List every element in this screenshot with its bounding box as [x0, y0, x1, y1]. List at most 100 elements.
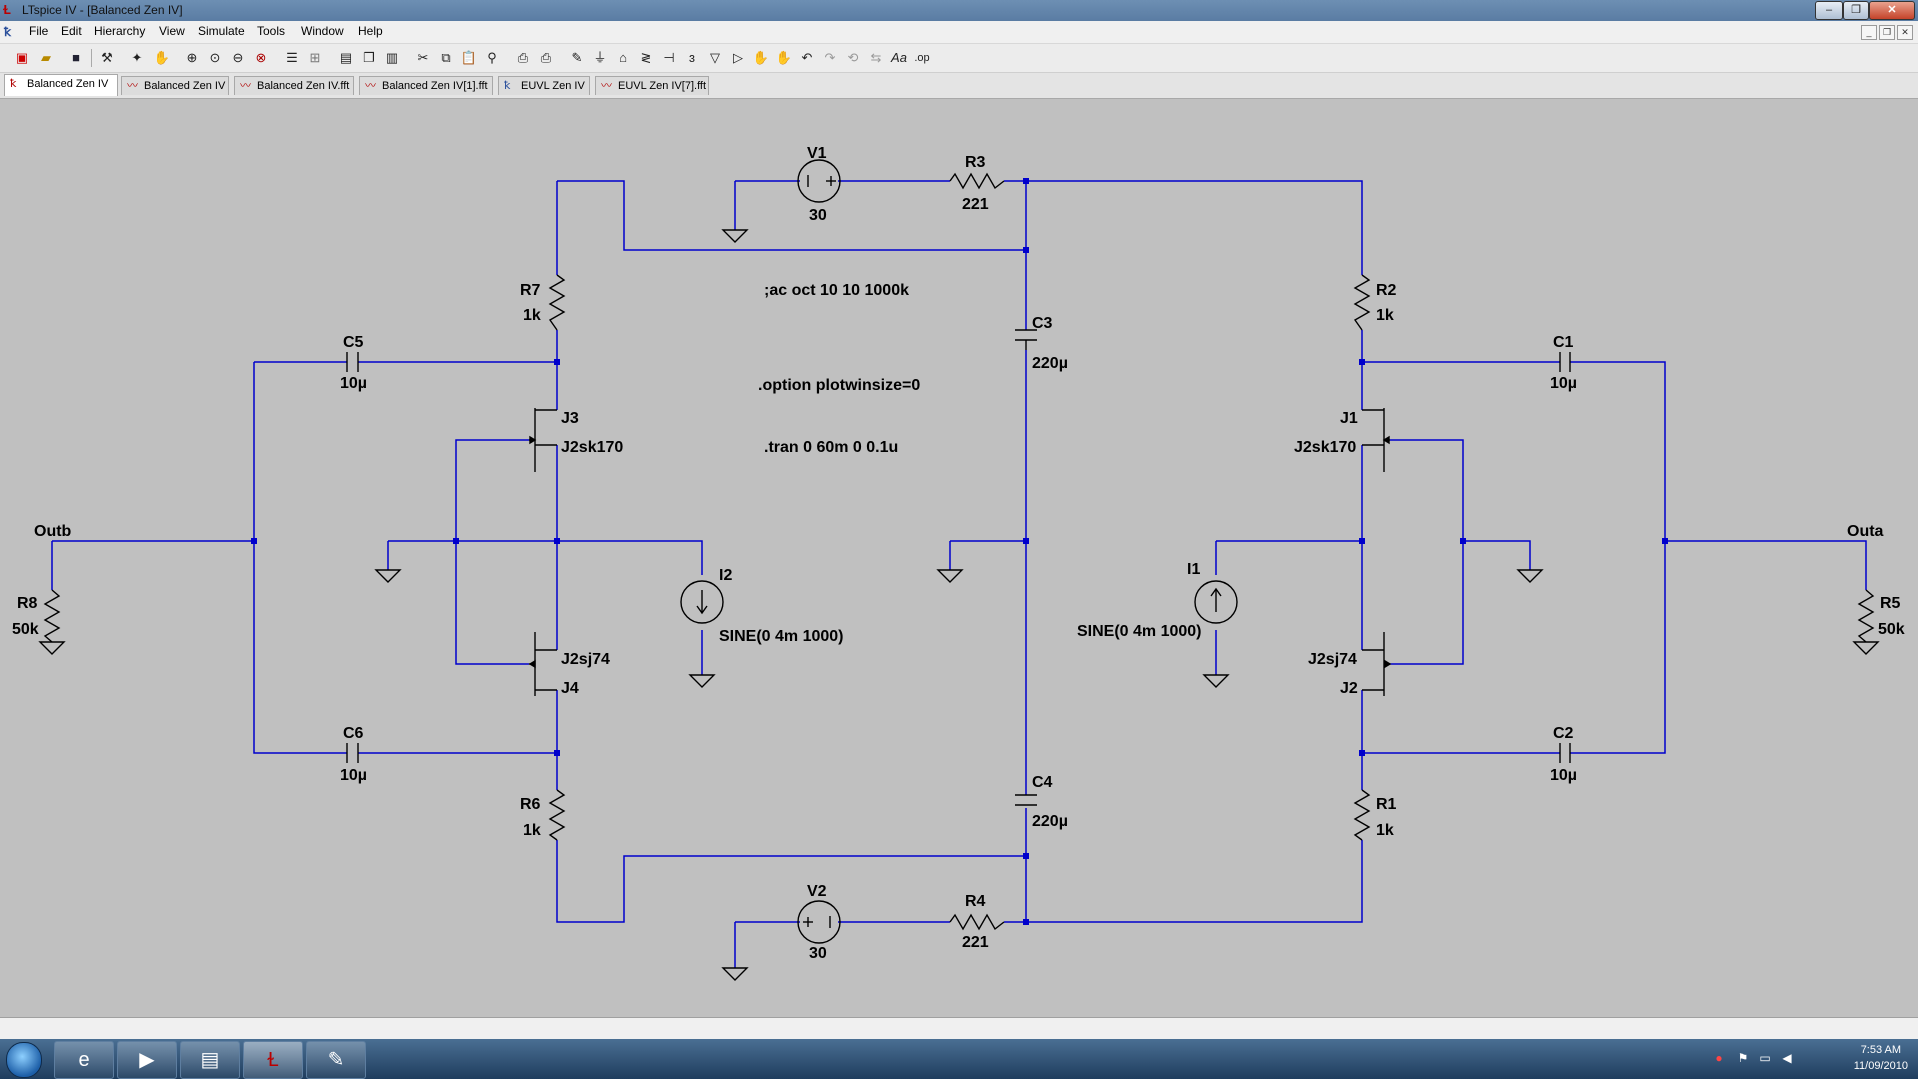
ground-symbol: [721, 229, 749, 243]
ltspice-icon[interactable]: Ɫ: [243, 1041, 303, 1079]
tab-balanced-zen-iv-waveform[interactable]: 〰Balanced Zen IV: [121, 76, 229, 95]
halt-icon[interactable]: ✋: [153, 50, 171, 65]
grid-icon[interactable]: ⊞: [309, 50, 321, 65]
mdi-close-button[interactable]: ✕: [1897, 25, 1913, 40]
move-icon[interactable]: ✋: [752, 50, 770, 65]
capacitor-icon[interactable]: ⊣: [663, 50, 675, 65]
resistor-r5-symbol: [1857, 589, 1875, 643]
autorange-icon[interactable]: ☰: [286, 50, 298, 65]
j3-value: J2sk170: [561, 439, 623, 456]
draw-wire-icon[interactable]: ✎: [571, 50, 583, 65]
drag-icon[interactable]: ✋: [775, 50, 793, 65]
spice-directive-icon[interactable]: .op: [914, 52, 930, 64]
r7-name: R7: [520, 282, 541, 299]
directive-tran[interactable]: .tran 0 60m 0 0.1u: [764, 439, 898, 456]
zoom-pan-icon[interactable]: ⊙: [209, 50, 221, 65]
ltspice-app-icon[interactable]: Ɫ: [3, 2, 11, 17]
undo-icon[interactable]: ↶: [801, 50, 813, 65]
start-button[interactable]: [6, 1042, 42, 1078]
cascade-icon[interactable]: ❐: [363, 50, 375, 65]
menu-window[interactable]: Window: [301, 24, 344, 38]
capacitor-c6-symbol: [346, 743, 359, 763]
ground-icon[interactable]: ⏚: [593, 50, 607, 65]
zoom-in-icon[interactable]: ⊕: [186, 50, 198, 65]
diode-icon[interactable]: ▽: [710, 50, 720, 65]
document-icon[interactable]: ꝁ: [4, 25, 11, 39]
inductor-icon[interactable]: ɜ: [689, 50, 695, 65]
schematic-drawing[interactable]: V1 30 R3 221 V2 30 R4 221 R7 1k R6 1k R2…: [0, 99, 1918, 1017]
directive-ac[interactable]: ;ac oct 10 10 1000k: [764, 282, 909, 299]
junctions: [251, 178, 1668, 925]
redo-icon[interactable]: ↷: [824, 50, 836, 65]
copy-icon[interactable]: ⧉: [441, 50, 451, 65]
explorer-icon[interactable]: ▤: [180, 1041, 240, 1079]
wire: [1463, 540, 1531, 570]
menu-help[interactable]: Help: [358, 24, 383, 38]
tile-horizontal-icon[interactable]: ▤: [339, 50, 353, 65]
maximize-button[interactable]: ❐: [1843, 1, 1869, 20]
mdi-restore-button[interactable]: ❐: [1879, 25, 1895, 40]
tab-label: EUVL Zen IV[7].fft: [618, 80, 707, 92]
new-schematic-icon[interactable]: ▣: [15, 50, 29, 65]
wire: [557, 180, 1026, 251]
menu-view[interactable]: View: [159, 24, 185, 38]
tab-euvl-zen-iv-7-fft[interactable]: 〰EUVL Zen IV[7].fft: [595, 76, 709, 95]
cut-icon[interactable]: ✂: [417, 50, 429, 65]
r2-name: R2: [1376, 282, 1397, 299]
wire: [455, 439, 529, 665]
save-icon[interactable]: ■: [72, 50, 80, 65]
control-panel-icon[interactable]: ⚒: [101, 50, 113, 65]
minimize-button[interactable]: –: [1815, 1, 1843, 20]
zoom-fit-icon[interactable]: ⊗: [255, 50, 267, 65]
tab-label: Balanced Zen IV.fft: [257, 80, 350, 92]
print-preview-icon[interactable]: ⎙: [517, 50, 529, 65]
menu-file[interactable]: File: [29, 24, 49, 38]
component-icon[interactable]: ▷: [733, 50, 743, 65]
i1-name: I1: [1187, 561, 1200, 578]
find-icon[interactable]: ⚲: [487, 50, 497, 65]
j4-value: J2sj74: [561, 651, 610, 668]
zoom-out-icon[interactable]: ⊖: [232, 50, 244, 65]
mdi-minimize-button[interactable]: _: [1861, 25, 1877, 40]
resistor-icon[interactable]: ≷: [640, 50, 652, 65]
mirror-icon[interactable]: ⇆: [870, 50, 882, 65]
security-icon[interactable]: ●: [1715, 1051, 1723, 1065]
action-center-flag-icon[interactable]: ⚑: [1737, 1051, 1749, 1065]
clock[interactable]: 7:53 AM 11/09/2010: [1854, 1042, 1908, 1074]
paint-icon[interactable]: ✎: [306, 1041, 366, 1079]
open-folder-icon[interactable]: ▰: [41, 50, 51, 65]
taskbar: e ▶ ▤ Ɫ ✎ ● ⚑ ▭ ◀ 7:53 AM 11/09/2010: [0, 1039, 1918, 1079]
tab-label: EUVL Zen IV: [521, 80, 585, 92]
menu-edit[interactable]: Edit: [61, 24, 82, 38]
close-button[interactable]: ✕: [1869, 1, 1915, 20]
tab-balanced-zen-iv-1-fft[interactable]: 〰Balanced Zen IV[1].fft: [359, 76, 493, 95]
schematic-canvas[interactable]: V1 30 R3 221 V2 30 R4 221 R7 1k R6 1k R2…: [0, 99, 1918, 1017]
wire: [1665, 540, 1867, 590]
i1-value: SINE(0 4m 1000): [1077, 623, 1202, 640]
r2-value: 1k: [1376, 307, 1394, 324]
r1-name: R1: [1376, 796, 1397, 813]
media-player-icon[interactable]: ▶: [117, 1041, 177, 1079]
menu-simulate[interactable]: Simulate: [198, 24, 245, 38]
print-icon[interactable]: ⎙: [540, 50, 552, 65]
paste-icon[interactable]: 📋: [460, 50, 478, 65]
rotate-icon[interactable]: ⟲: [847, 50, 859, 65]
text-icon[interactable]: Aa: [891, 50, 907, 65]
tile-vertical-icon[interactable]: ▥: [385, 50, 399, 65]
r7-value: 1k: [523, 307, 541, 324]
internet-explorer-icon[interactable]: e: [54, 1041, 114, 1079]
label-net-icon[interactable]: ⌂: [619, 50, 627, 65]
run-icon[interactable]: ✦: [131, 50, 143, 65]
tab-balanced-zen-iv-fft[interactable]: 〰Balanced Zen IV.fft: [234, 76, 354, 95]
j2-value: J2sj74: [1308, 651, 1357, 668]
volume-icon[interactable]: ◀: [1782, 1051, 1792, 1065]
menu-tools[interactable]: Tools: [257, 24, 286, 38]
symbols: [38, 159, 1880, 981]
menu-hierarchy[interactable]: Hierarchy: [94, 24, 146, 38]
current-source-i2-symbol: [680, 580, 724, 624]
directive-option[interactable]: .option plotwinsize=0: [758, 377, 920, 394]
network-icon[interactable]: ▭: [1759, 1051, 1771, 1065]
c5-value: 10µ: [340, 375, 367, 392]
